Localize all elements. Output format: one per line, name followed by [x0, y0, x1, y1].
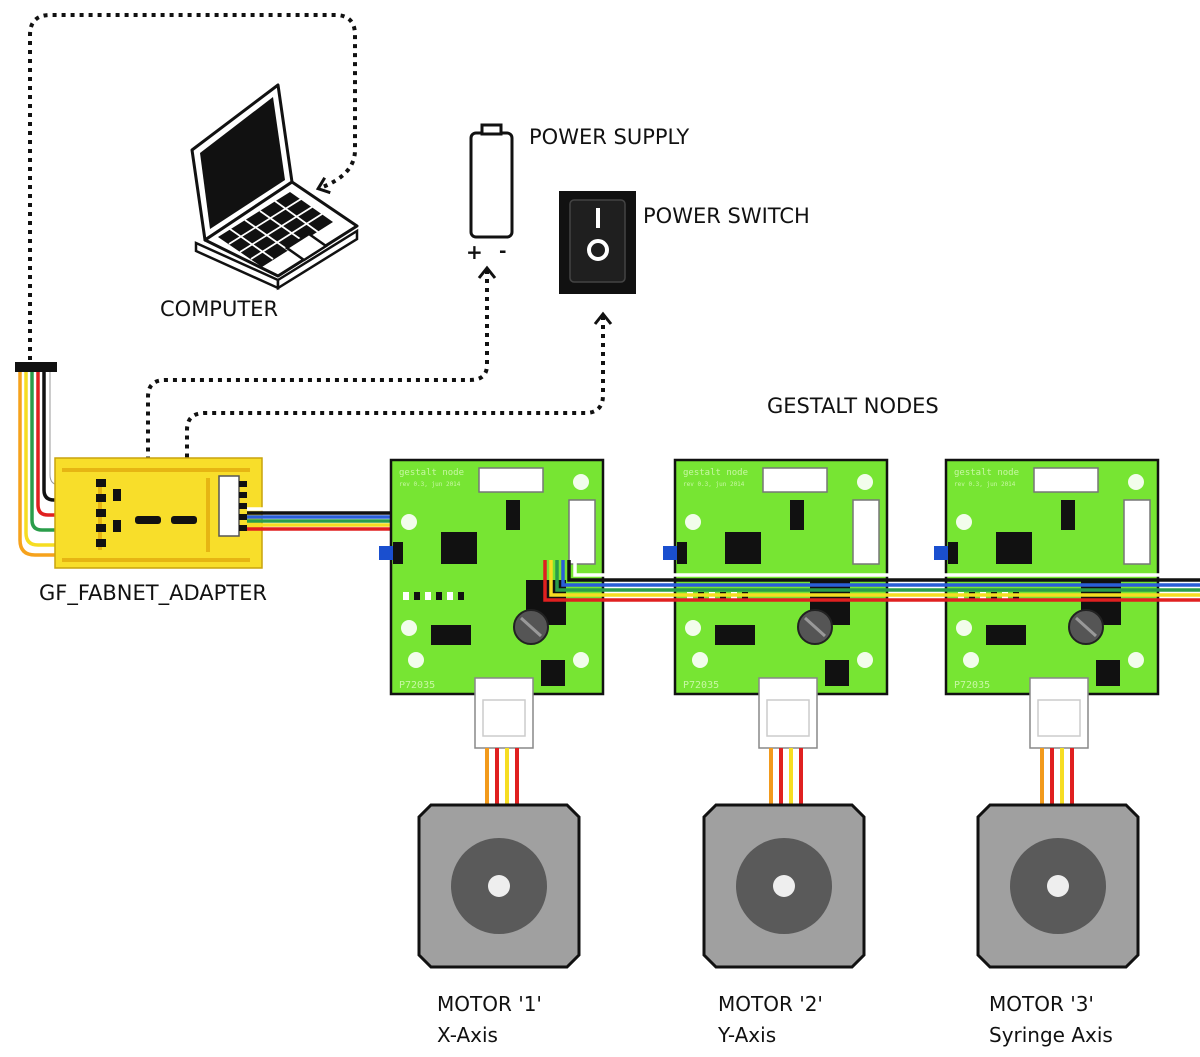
battery-minus-sign: - [499, 241, 506, 262]
dotted-connections [28, 13, 613, 505]
motor-1-axis: X-Axis [437, 1023, 498, 1047]
node-rev-text: rev 0.3, jun 2014 [399, 481, 461, 488]
adapter-label: GF_FABNET_ADAPTER [39, 581, 267, 605]
laptop-icon [190, 83, 359, 291]
node-button-icon [379, 546, 393, 560]
motor-3-axis: Syringe Axis [989, 1023, 1113, 1047]
motor-1-label: MOTOR '1' X-Axis [437, 989, 542, 1051]
battery-icon [469, 123, 514, 239]
bus-cable-node-chain [543, 560, 1200, 602]
motor-2-label: MOTOR '2' Y-Axis [718, 989, 823, 1051]
power-switch-icon [559, 191, 636, 294]
node-button-icon [663, 546, 677, 560]
node-button-icon [934, 546, 948, 560]
motor-2-name: MOTOR '2' [718, 992, 823, 1016]
node-rev-text: rev 0.3, jun 2014 [683, 481, 745, 488]
node-title-text: gestalt node [954, 468, 1019, 478]
switch-to-adapter-link [177, 311, 613, 505]
usb-to-computer-link [28, 13, 357, 360]
adapter-cable [18, 372, 110, 557]
stepper-motor-2 [702, 803, 866, 969]
stepper-motor-1 [417, 803, 581, 969]
stepper-motor-3 [976, 803, 1140, 969]
power-supply-label: POWER SUPPLY [529, 125, 690, 149]
battery-plus-sign: + [466, 240, 483, 264]
trackpad-icon [284, 232, 329, 262]
adapter-connector [218, 475, 240, 537]
motor-1-name: MOTOR '1' [437, 992, 542, 1016]
usb-connector-icon [15, 362, 57, 372]
computer-label: COMPUTER [160, 297, 279, 321]
node-title-text: gestalt node [683, 468, 748, 478]
node-part-number: P72035 [954, 680, 990, 691]
motor-3-name: MOTOR '3' [989, 992, 1094, 1016]
motor-2-axis: Y-Axis [718, 1023, 777, 1047]
node-part-number: P72035 [683, 680, 719, 691]
node-rev-text: rev 0.3, jun 2014 [954, 481, 1016, 488]
motor-3-label: MOTOR '3' Syringe Axis [989, 989, 1113, 1051]
fabnet-adapter-board [54, 457, 263, 569]
power-switch-label: POWER SWITCH [643, 204, 810, 228]
node-title-text: gestalt node [399, 468, 464, 478]
node-part-number: P72035 [399, 680, 435, 691]
gestalt-nodes-label: GESTALT NODES [767, 394, 939, 418]
